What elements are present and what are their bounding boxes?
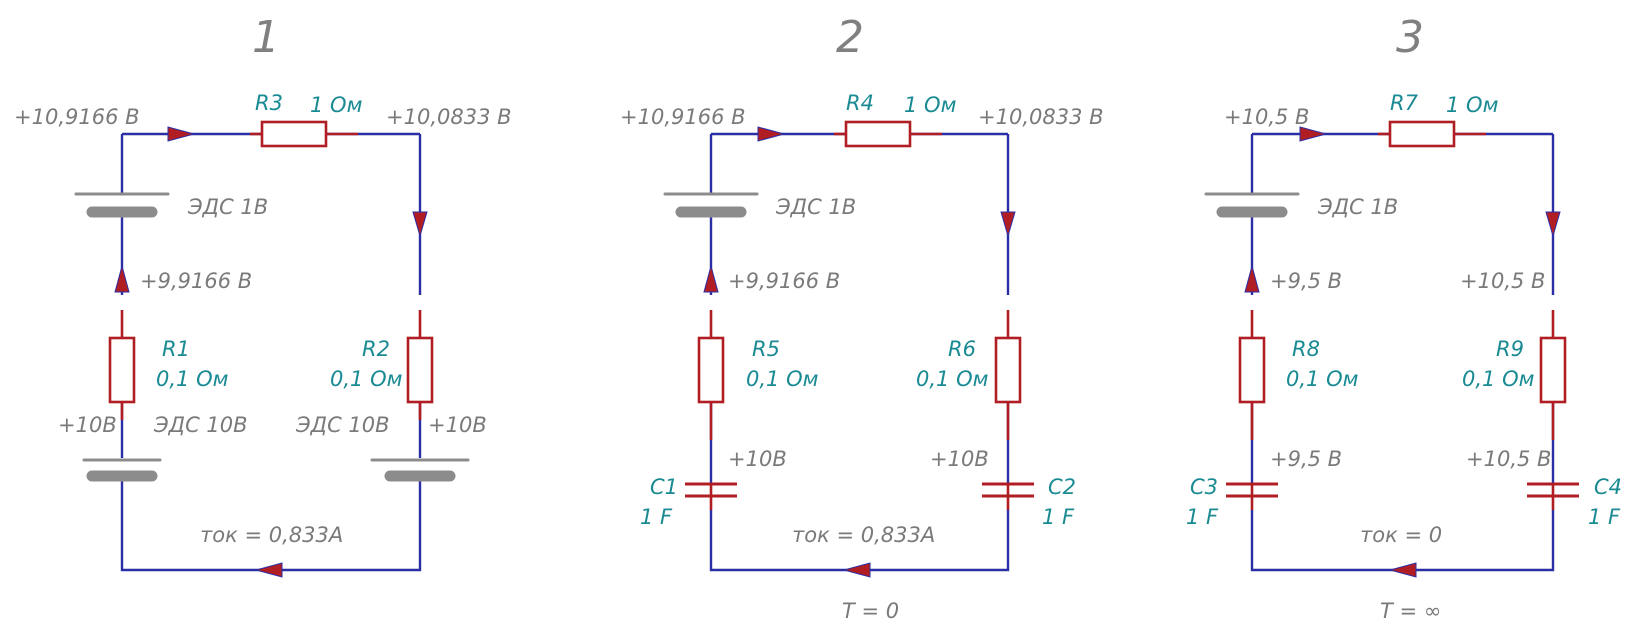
circuit-number: 1 xyxy=(252,12,280,63)
wire-mid xyxy=(709,402,1010,484)
resistor-value: 0,1 Ом xyxy=(1286,367,1359,391)
voltage-label: +10В xyxy=(428,413,487,437)
emf-label: ЭДС 1В xyxy=(775,195,856,219)
resistor-name: R6 xyxy=(948,337,976,361)
resistor-r1 xyxy=(108,336,136,404)
current-arrow-up xyxy=(114,264,130,293)
current-arrow-down xyxy=(1545,211,1561,238)
resistor-value: 1 Ом xyxy=(310,93,363,117)
voltage-label: +10,0833 В xyxy=(386,105,512,129)
resistor-value: 0,1 Ом xyxy=(330,367,403,391)
resistor-value: 0,1 Ом xyxy=(156,367,229,391)
resistor-name: R1 xyxy=(162,337,190,361)
voltage-label: +9,9166 В xyxy=(140,269,252,293)
capacitor-c1 xyxy=(685,482,737,498)
voltage-label: +10В xyxy=(58,413,117,437)
current-arrow-left xyxy=(254,562,283,578)
current-label: ток = 0,833А xyxy=(200,523,343,547)
emf-label: ЭДС 1В xyxy=(187,195,268,219)
capacitor-value: 1 F xyxy=(1588,505,1621,529)
capacitor-name: C3 xyxy=(1190,475,1218,499)
battery-emf-top xyxy=(663,192,759,218)
resistor-r8 xyxy=(1238,336,1266,404)
resistor-r7 xyxy=(1388,120,1456,148)
resistor-value: 0,1 Ом xyxy=(1462,367,1535,391)
voltage-label: +10В xyxy=(930,447,989,471)
capacitor-name: C2 xyxy=(1048,475,1076,499)
voltage-label: +10,9166 В xyxy=(14,105,140,129)
resistor-r6 xyxy=(994,336,1022,404)
resistor-r2 xyxy=(406,336,434,404)
current-arrow-right xyxy=(757,126,786,142)
resistor-name: R7 xyxy=(1390,91,1419,115)
resistor-r9 xyxy=(1539,336,1567,404)
current-arrow-right xyxy=(1299,126,1328,142)
resistor-name: R2 xyxy=(362,337,390,361)
voltage-label: +9,9166 В xyxy=(728,269,840,293)
time-label: Т = 0 xyxy=(842,599,899,623)
capacitor-c4 xyxy=(1527,482,1579,498)
circuit-1: 1 xyxy=(14,12,512,578)
current-label: ток = 0,833А xyxy=(792,523,935,547)
emf-label: ЭДС 10В xyxy=(295,413,390,437)
resistor-name: R9 xyxy=(1496,337,1524,361)
circuit-3: 3 +10,5 В R7 xyxy=(1186,12,1622,623)
voltage-label: +10,5 В xyxy=(1466,447,1551,471)
wire-mid xyxy=(1250,402,1555,484)
capacitor-value: 1 F xyxy=(1042,505,1075,529)
voltage-label: +10,5 В xyxy=(1224,105,1309,129)
current-arrow-left xyxy=(842,562,871,578)
capacitor-value: 1 F xyxy=(1186,505,1219,529)
capacitor-c2 xyxy=(982,482,1034,498)
current-arrow-up xyxy=(703,264,719,293)
voltage-label: +10В xyxy=(728,447,787,471)
resistor-value: 1 Ом xyxy=(904,93,957,117)
resistor-r5 xyxy=(697,336,725,404)
battery-emf-top xyxy=(74,192,170,218)
voltage-label: +10,5 В xyxy=(1460,269,1545,293)
current-arrow-right xyxy=(167,126,196,142)
circuit-number: 2 xyxy=(836,12,864,63)
time-label: Т = ∞ xyxy=(1380,599,1441,623)
resistor-value: 0,1 Ом xyxy=(746,367,819,391)
current-arrow-down xyxy=(1000,211,1016,238)
emf-label: ЭДС 10В xyxy=(153,413,248,437)
resistor-value: 1 Ом xyxy=(1446,93,1499,117)
battery-emf-top xyxy=(1204,192,1300,218)
current-label: ток = 0 xyxy=(1360,523,1442,547)
resistor-value: 0,1 Ом xyxy=(916,367,989,391)
voltage-label: +9,5 В xyxy=(1270,447,1342,471)
current-arrow-up xyxy=(1244,264,1260,293)
resistor-name: R5 xyxy=(752,337,780,361)
voltage-label: +9,5 В xyxy=(1270,269,1342,293)
capacitor-name: C4 xyxy=(1594,475,1622,499)
current-arrow-left xyxy=(1388,562,1417,578)
circuit-number: 3 xyxy=(1396,12,1424,63)
battery-emf-left xyxy=(82,458,162,482)
resistor-name: R8 xyxy=(1292,337,1320,361)
resistor-name: R3 xyxy=(255,91,283,115)
emf-label: ЭДС 1В xyxy=(1317,195,1398,219)
voltage-label: +10,9166 В xyxy=(620,105,746,129)
capacitor-name: C1 xyxy=(650,475,678,499)
resistor-r3 xyxy=(260,120,328,148)
capacitor-value: 1 F xyxy=(640,505,673,529)
circuit-2: 2 +10,9166 В xyxy=(620,12,1104,623)
resistor-r4 xyxy=(844,120,912,148)
current-arrow-down xyxy=(412,211,428,238)
voltage-label: +10,0833 В xyxy=(978,105,1104,129)
capacitor-c3 xyxy=(1226,482,1278,498)
battery-emf-right xyxy=(370,458,470,482)
resistor-name: R4 xyxy=(846,91,874,115)
